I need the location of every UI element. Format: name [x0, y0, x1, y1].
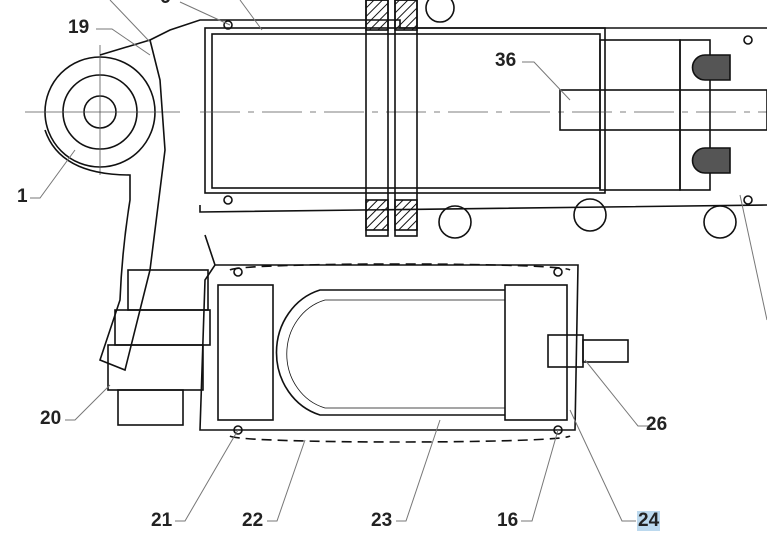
callout-24-highlighted: 24 [637, 510, 661, 531]
adjuster-knob [107, 269, 211, 426]
eyelet-mount [25, 38, 180, 372]
gas-reservoir [199, 234, 629, 443]
callout-16: 16 [497, 510, 519, 531]
callout-23: 23 [371, 510, 393, 531]
callout-1: 1 [17, 186, 28, 207]
callout-19: 19 [68, 17, 90, 38]
callout-21: 21 [151, 510, 173, 531]
main-cylinder [149, 0, 767, 239]
leader-lines [30, 0, 767, 522]
callout-22: 22 [242, 510, 264, 531]
callout-6: 6 [160, 0, 171, 8]
callout-36: 36 [495, 50, 517, 71]
callout-20: 20 [40, 408, 62, 429]
callout-26: 26 [646, 414, 668, 435]
